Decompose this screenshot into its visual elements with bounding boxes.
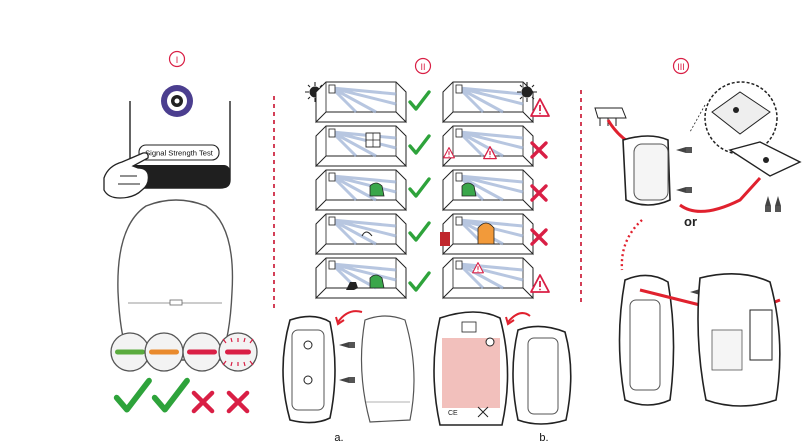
- cross-icon: [229, 393, 247, 411]
- room-illustration: [441, 256, 535, 300]
- mount-option-b: CE b.: [433, 311, 572, 444]
- placement-row-3: [314, 168, 548, 212]
- corner-mount-detail: [704, 81, 778, 155]
- placement-row-1: [305, 80, 550, 124]
- check-icon: [408, 271, 431, 292]
- warning-icon: [530, 274, 550, 293]
- arrow-icon: [507, 312, 531, 323]
- hand-pointer-icon: [103, 152, 150, 199]
- pet-icon: [346, 282, 358, 290]
- led-ring-icon: [161, 85, 193, 117]
- room-illustration: [314, 168, 408, 212]
- room-illustration: [441, 168, 535, 212]
- mount-option-a: a.: [282, 310, 415, 444]
- step3-panel: or: [594, 81, 802, 407]
- armchair-icon: [369, 274, 385, 289]
- step-numeral: III: [677, 62, 685, 72]
- cross-icon: [530, 141, 548, 159]
- step-marker-2: II: [414, 57, 432, 75]
- bracket-icon: [728, 141, 802, 177]
- screw-icon: [676, 147, 692, 153]
- step-marker-3: III: [672, 57, 690, 75]
- led-indicator-red: [182, 332, 222, 372]
- placement-row-5: [314, 256, 550, 300]
- mounting-area: [442, 338, 500, 408]
- sun-icon: [517, 82, 537, 102]
- warning-icon: [530, 98, 550, 117]
- step-numeral: II: [420, 62, 425, 72]
- placement-row-2: [314, 124, 548, 168]
- room-illustration: [441, 80, 535, 124]
- arrow-icon: [337, 310, 363, 323]
- screw-icon: [339, 377, 355, 383]
- cross-icon: [530, 184, 548, 202]
- ce-mark: CE: [448, 410, 458, 417]
- check-icon: [117, 381, 149, 410]
- mount-label-b: b.: [539, 432, 548, 444]
- screw-icon: [775, 196, 781, 212]
- check-icon: [408, 90, 431, 111]
- check-icon: [155, 381, 187, 410]
- room-illustration: [441, 124, 535, 168]
- fireplace-icon: [477, 222, 495, 245]
- step2-panel: a. CE b.: [282, 80, 572, 444]
- placement-row-4: [314, 212, 548, 256]
- panel-base: [130, 165, 230, 188]
- option-or-label: or: [684, 214, 697, 229]
- radiator-icon: [440, 232, 450, 246]
- signal-strength-test-button[interactable]: [138, 144, 220, 161]
- led-indicator-red-blinking: [218, 332, 258, 372]
- room-illustration: [314, 80, 408, 124]
- check-icon: [408, 221, 431, 242]
- step-marker-1: I: [168, 50, 186, 68]
- cable-clip-icon: [594, 107, 627, 126]
- led-indicator-green: [110, 332, 150, 372]
- screw-icon: [339, 342, 355, 348]
- room-illustration: [314, 212, 408, 256]
- detector-back-cover: [512, 325, 572, 425]
- arch-icon: [361, 231, 373, 237]
- mount-label-a: a.: [334, 432, 343, 444]
- screw-icon: [676, 187, 692, 193]
- armchair-icon: [369, 182, 385, 197]
- armchair-icon: [461, 182, 477, 197]
- step-numeral: I: [176, 55, 179, 65]
- cross-icon: [194, 393, 212, 411]
- room-illustration: [314, 124, 408, 168]
- detector-led-window: [169, 299, 183, 306]
- step1-panel: Signal Strength Test: [103, 85, 258, 411]
- check-icon: [408, 177, 431, 198]
- check-icon: [408, 134, 431, 155]
- cable: [679, 176, 762, 213]
- cross-icon: [530, 228, 548, 246]
- cable-dotted: [620, 219, 643, 271]
- detector-front-cover: [360, 315, 415, 423]
- signal-strength-test-label: Signal Strength Test: [145, 149, 214, 158]
- led-indicator-orange: [144, 332, 184, 372]
- room-illustration: [314, 256, 408, 300]
- detector-back-cover: [282, 315, 336, 424]
- screw-icon: [765, 196, 771, 212]
